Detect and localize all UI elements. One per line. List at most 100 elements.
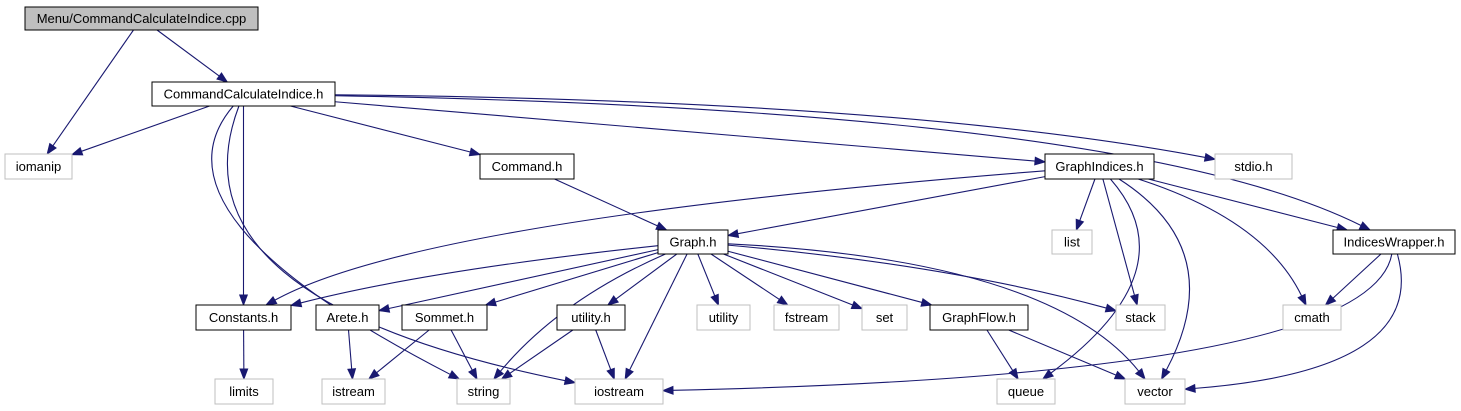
edge-graph-to-iostream (629, 253, 688, 371)
edge-arrowhead-utility_h-to-string (500, 369, 513, 380)
edge-arrowhead-graphindices-to-cmath (1297, 293, 1307, 307)
edge-utility_h-to-string (509, 329, 574, 374)
edge-sommet-to-istream (376, 329, 430, 374)
edge-arrowhead-graph-to-fstream (776, 295, 789, 306)
edge-arrowhead-graphindices-to-constants (264, 295, 278, 306)
node-box-fstream (773, 304, 840, 331)
edge-graphflow-to-queue (986, 329, 1014, 371)
edge-arrowhead-cci-to-string (447, 370, 461, 380)
node-label-command: Command.h (492, 159, 563, 174)
node-graphflow[interactable]: GraphFlow.h (929, 304, 1029, 331)
node-label-set: set (876, 310, 894, 325)
node-box-indiceswrapper (1332, 229, 1456, 255)
node-box-utility_h (556, 304, 626, 331)
node-command[interactable]: Command.h (479, 153, 575, 180)
node-box-utility (696, 304, 751, 331)
edge-arrowhead-graph-to-stack (1104, 303, 1118, 313)
edge-arrowhead-graphflow-to-queue (1008, 367, 1019, 381)
node-box-iomanip (4, 153, 73, 180)
edge-arrowhead-indiceswrapper-to-iostream (661, 385, 674, 395)
node-box-cmath (1282, 304, 1342, 331)
node-box-root (24, 6, 259, 31)
edge-arrowhead-cci-to-command (468, 147, 482, 157)
node-box-graph (657, 229, 729, 255)
node-box-string (456, 378, 511, 405)
node-indiceswrapper[interactable]: IndicesWrapper.h (1332, 229, 1456, 255)
edge-arrowhead-graph-to-arete (377, 303, 391, 313)
edge-arrowhead-indiceswrapper-to-cmath (1324, 294, 1337, 306)
node-set: set (861, 304, 908, 331)
edge-arrowhead-graph-to-graphflow (920, 297, 934, 307)
edge-arrowhead-arete-to-istream (347, 368, 357, 381)
node-label-queue: queue (1008, 384, 1044, 399)
node-label-stdio: stdio.h (1234, 159, 1272, 174)
edge-arrowhead-graphindices-to-queue (1041, 369, 1055, 380)
node-box-graphflow (929, 304, 1029, 331)
node-label-indiceswrapper: IndicesWrapper.h (1344, 235, 1445, 250)
edge-command-to-graph (554, 178, 658, 227)
node-box-stack (1115, 304, 1166, 331)
node-fstream: fstream (773, 304, 840, 331)
node-label-stack: stack (1125, 310, 1156, 325)
edge-graphindices-to-graph (737, 176, 1046, 235)
node-sommet[interactable]: Sommet.h (401, 304, 488, 331)
node-label-vector: vector (1137, 384, 1173, 399)
node-iomanip: iomanip (4, 153, 73, 180)
node-box-list (1051, 229, 1093, 255)
node-label-cmath: cmath (1294, 310, 1329, 325)
node-constants[interactable]: Constants.h (195, 304, 292, 331)
edge-graphindices-to-indiceswrapper (1148, 178, 1338, 229)
edge-cci-to-string (211, 105, 451, 375)
node-root[interactable]: Menu/CommandCalculateIndice.cpp (24, 6, 259, 31)
edge-graph-to-constants (300, 245, 659, 304)
edge-arrowhead-graph-to-utility (710, 293, 719, 307)
node-arete[interactable]: Arete.h (315, 304, 380, 331)
node-label-graphflow: GraphFlow.h (942, 310, 1016, 325)
edge-arrowhead-utility_h-to-iostream (606, 367, 615, 381)
node-box-constants (195, 304, 292, 331)
node-box-stdio (1214, 153, 1293, 180)
node-label-istream: istream (332, 384, 375, 399)
edge-graphflow-to-vector (1008, 329, 1117, 376)
edge-cci-to-graphindices (334, 101, 1036, 162)
node-utility: utility (696, 304, 751, 331)
node-label-utility: utility (709, 310, 739, 325)
edge-arrowhead-cci-to-constants (238, 294, 249, 307)
edge-arrowhead-root-to-iomanip (46, 142, 57, 156)
edge-utility_h-to-iostream (595, 329, 612, 370)
edge-arrowhead-indiceswrapper-to-vector (1183, 383, 1196, 393)
node-stdio: stdio.h (1214, 153, 1293, 180)
node-box-queue (996, 378, 1056, 405)
node-cci[interactable]: CommandCalculateIndice.h (151, 81, 336, 107)
edge-arrowhead-graphflow-to-vector (1113, 370, 1127, 380)
node-limits: limits (214, 378, 274, 405)
node-label-list: list (1064, 235, 1080, 250)
node-label-sommet: Sommet.h (415, 310, 474, 325)
node-queue: queue (996, 378, 1056, 405)
edge-graph-to-arete (388, 249, 659, 310)
node-label-graph: Graph.h (670, 235, 717, 250)
node-graphindices[interactable]: GraphIndices.h (1044, 153, 1155, 180)
edge-arrowhead-graphindices-to-list (1075, 218, 1085, 232)
edge-arrowhead-graph-to-constants (289, 298, 303, 308)
edge-graph-to-sommet (495, 252, 659, 303)
edge-arrowhead-graph-to-set (850, 300, 864, 310)
node-label-limits: limits (229, 384, 259, 399)
edge-graphindices-to-stack (1102, 178, 1136, 296)
edge-root-to-cci (156, 29, 220, 77)
node-box-iostream (574, 378, 664, 405)
node-list: list (1051, 229, 1093, 255)
node-box-cci (151, 81, 336, 107)
edge-graphindices-to-list (1079, 178, 1096, 221)
node-graph[interactable]: Graph.h (657, 229, 729, 255)
edge-arrowhead-constants-to-limits (239, 368, 249, 381)
node-box-vector (1124, 378, 1186, 405)
edge-arrowhead-graphindices-to-stack (1129, 293, 1139, 307)
edge-arrowhead-cci-to-stdio (1203, 152, 1217, 162)
node-utility_h[interactable]: utility.h (556, 304, 626, 331)
node-label-string: string (468, 384, 500, 399)
node-label-cci: CommandCalculateIndice.h (164, 87, 324, 102)
edge-graph-to-vector (727, 243, 1140, 372)
edge-arrowhead-root-to-cci (216, 72, 229, 83)
